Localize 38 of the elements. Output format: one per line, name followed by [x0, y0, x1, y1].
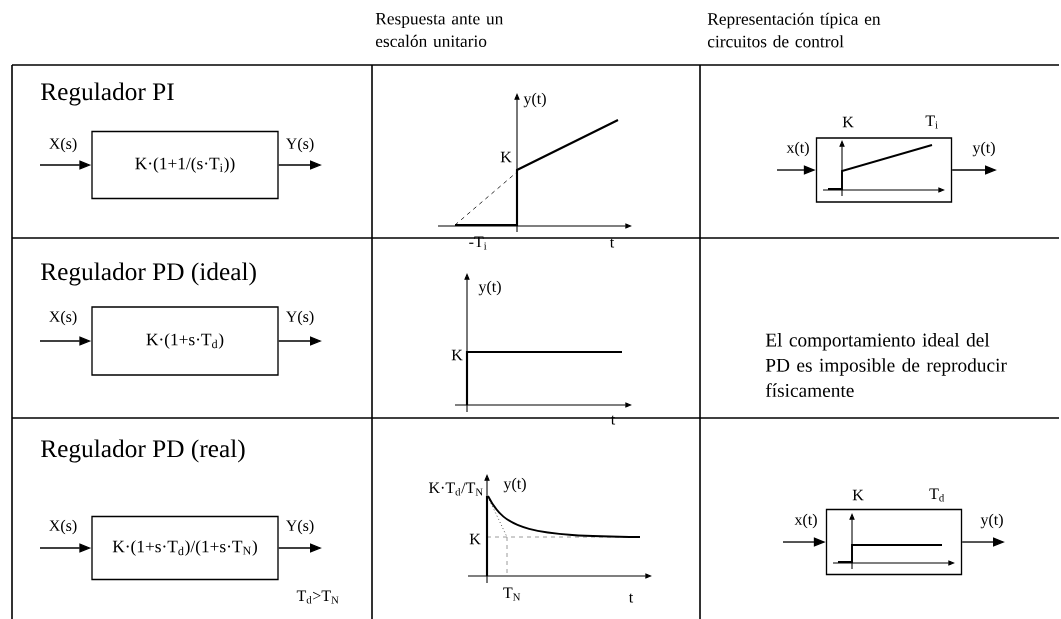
axis-label: K [451, 349, 463, 361]
transfer-function-box: K·(1+1/(s·T$_{i}$)) [91, 130, 279, 200]
signal-label: X(s) [48, 310, 78, 326]
transfer-function-box: K·(1+s·T$_{d}$)/(1+s·T$_{N}$) [91, 515, 279, 581]
signal-label: Y(s) [285, 519, 315, 535]
parameter-label: K [842, 116, 854, 128]
parameter-label: T$_{i}$ [925, 115, 938, 129]
row-title: Regulador PI [41, 82, 174, 106]
axis-label: y(t) [503, 477, 526, 493]
axis-label: K [469, 533, 481, 545]
signal-label: y(t) [979, 513, 1005, 529]
transfer-function-box: K·(1+s·T$_{d}$) [91, 306, 279, 376]
parameter-label: K [852, 489, 864, 501]
axis-label: t [628, 593, 634, 603]
axis-label: y(t) [523, 92, 546, 108]
signal-label: Y(s) [285, 137, 315, 153]
column-heading: Representación típica en circuitos de control [707, 12, 881, 48]
block-box [825, 508, 963, 576]
column-heading: Respuesta ante un escalón unitario [375, 12, 504, 48]
signal-label: X(s) [48, 137, 78, 153]
axis-label: -T$_{i}$ [469, 236, 487, 250]
parameter-label: T$_{d}$ [929, 488, 945, 502]
axis-label: K [500, 151, 512, 163]
signal-label: y(t) [971, 141, 997, 157]
signal-label: x(t) [793, 513, 819, 529]
block-box [815, 137, 953, 203]
axis-label: t [609, 238, 615, 248]
axis-label: T$_{N}$ [503, 587, 521, 601]
signal-label: X(s) [48, 519, 78, 535]
signal-label: x(t) [785, 141, 811, 157]
condition-label: T$_{d}$>T$_{N}$ [296, 590, 339, 604]
row-title: Regulador PD (real) [41, 439, 245, 463]
row-title: Regulador PD (ideal) [41, 262, 256, 286]
note-text: El comportamiento ideal del PD es imposible de reproducir físicamente [765, 333, 1007, 397]
signal-label: Y(s) [285, 310, 315, 326]
axis-label: K·T$_{d}$/T$_{N}$ [428, 482, 483, 496]
axis-label: t [610, 415, 616, 425]
axis-label: y(t) [478, 280, 501, 296]
